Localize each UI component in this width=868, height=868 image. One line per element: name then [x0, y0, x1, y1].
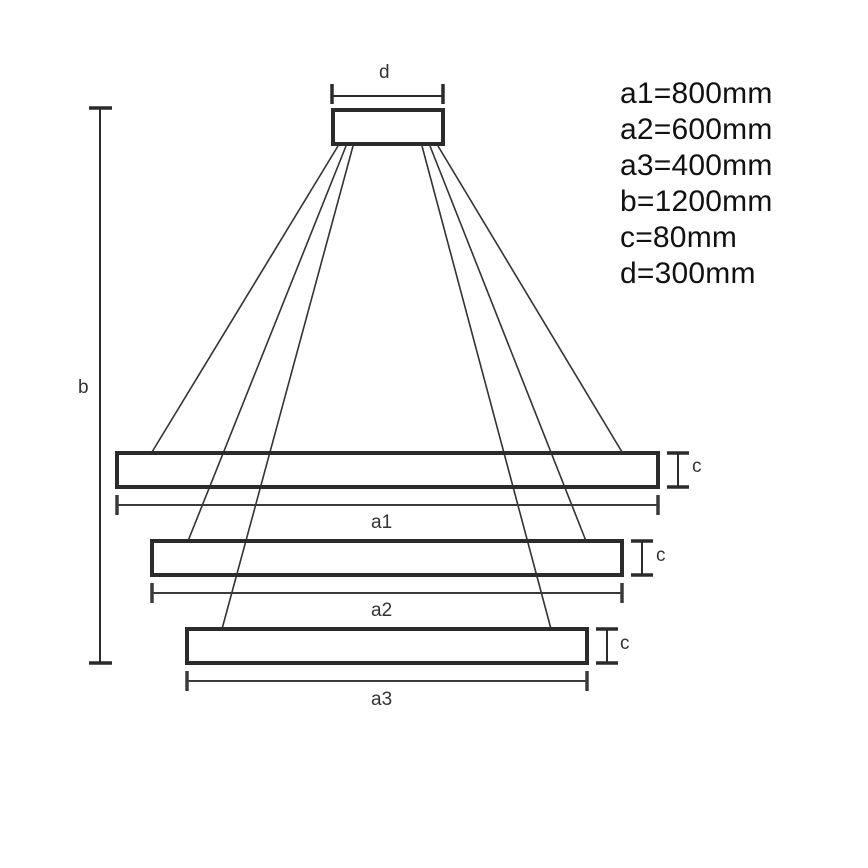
- dimension-d: [330, 84, 445, 104]
- spec-a3: a3=400mm: [620, 149, 773, 182]
- dimension-a2: [150, 583, 624, 603]
- label-a1: a1: [371, 512, 393, 533]
- spec-a1: a1=800mm: [620, 77, 773, 110]
- spec-b: b=1200mm: [620, 185, 773, 218]
- ring-3: [185, 627, 589, 665]
- label-d: d: [379, 62, 390, 83]
- ring-2: [150, 539, 624, 577]
- dimension-c-ring-3: [596, 627, 618, 665]
- dimension-a3: [185, 671, 589, 691]
- label-c-ring-2: c: [656, 545, 666, 566]
- ring-1: [115, 451, 660, 489]
- dimension-spec-list: a1=800mm a2=600mm a3=400mm b=1200mm c=80…: [620, 76, 773, 292]
- dimension-c-ring-1: [667, 451, 689, 489]
- dimension-b: [89, 106, 112, 665]
- dimension-c-ring-2: [631, 539, 653, 577]
- label-c-ring-3: c: [620, 633, 630, 654]
- spec-d: d=300mm: [620, 257, 756, 290]
- suspension-wires: [151, 145, 623, 630]
- ceiling-canopy: [331, 108, 445, 146]
- label-b: b: [78, 377, 89, 398]
- spec-c: c=80mm: [620, 221, 738, 254]
- spec-a2: a2=600mm: [620, 113, 773, 146]
- label-a2: a2: [371, 600, 393, 621]
- label-c-ring-1: c: [692, 456, 702, 477]
- label-a3: a3: [371, 689, 393, 710]
- dimension-a1: [115, 495, 660, 515]
